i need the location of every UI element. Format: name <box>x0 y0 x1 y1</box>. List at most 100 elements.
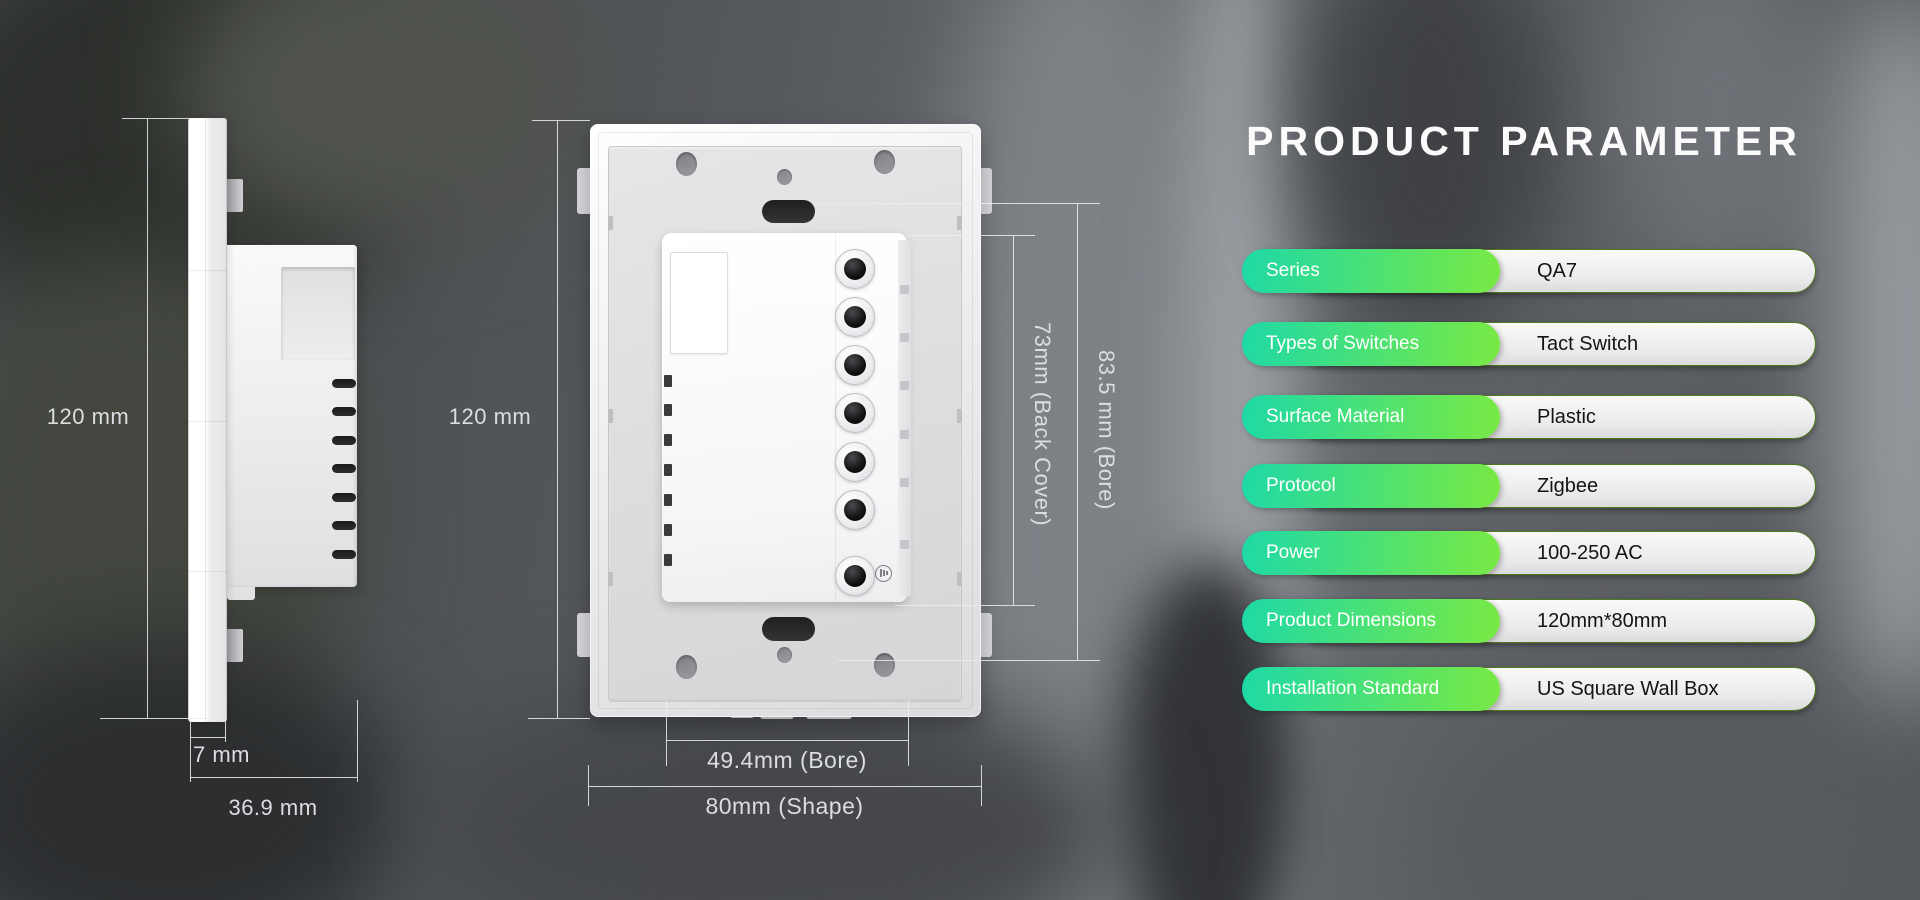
module-notch <box>664 375 672 387</box>
module-window <box>670 252 728 354</box>
dimension-line <box>190 737 226 738</box>
spec-value: US Square Wall Box <box>1537 677 1719 700</box>
mounting-hole <box>676 655 697 679</box>
vent-slot <box>332 521 356 530</box>
spec-row: Protocol Zigbee <box>1242 464 1816 508</box>
back-height-label: 120 mm <box>448 404 532 429</box>
dimension-tick <box>122 118 190 119</box>
spec-label: Protocol <box>1242 464 1500 508</box>
terminal-clip <box>900 540 909 549</box>
screw-hole <box>777 647 792 663</box>
ground-screw-icon <box>875 565 892 582</box>
plate-side-tab <box>577 168 593 214</box>
plate-frame-seam <box>598 132 973 709</box>
spec-label: Installation Standard <box>1242 667 1500 711</box>
dimension-tick <box>588 765 589 806</box>
vent-slot <box>332 493 356 502</box>
terminal-screw <box>835 345 875 385</box>
inner-clip-mark <box>608 409 613 423</box>
vent-slot <box>332 407 356 416</box>
spec-row: Series QA7 <box>1242 249 1816 293</box>
wire-slot <box>762 617 815 641</box>
module-notch <box>664 524 672 536</box>
dimension-line <box>666 740 908 741</box>
inner-clip-mark <box>957 216 962 230</box>
dimension-tick <box>908 700 909 766</box>
spec-value: Tact Switch <box>1537 332 1639 355</box>
dimension-line <box>1013 235 1014 605</box>
dimension-tick <box>815 203 1100 204</box>
terminal-clip <box>900 478 909 487</box>
spec-row: Product Dimensions 120mm*80mm <box>1242 599 1816 643</box>
screw-hole <box>777 169 792 185</box>
module-notch <box>664 434 672 446</box>
terminal-screw <box>835 442 875 482</box>
spec-label: Surface Material <box>1242 395 1500 439</box>
dimension-tick <box>357 700 358 782</box>
background-blob <box>1830 0 1920 700</box>
terminal-clip <box>900 333 909 342</box>
module-notch <box>664 494 672 506</box>
inner-clip-mark <box>608 572 613 586</box>
dimension-tick <box>190 718 191 782</box>
inner-clip-mark <box>608 216 613 230</box>
terminal-screw <box>835 297 875 337</box>
dimension-tick <box>981 765 982 806</box>
plate-seam <box>205 118 206 722</box>
spec-value: Zigbee <box>1537 474 1599 497</box>
terminal-clip <box>900 381 909 390</box>
inner-clip-mark <box>957 409 962 423</box>
side-thickness-label: 7 mm <box>193 742 250 767</box>
module-notch <box>664 554 672 566</box>
spec-row: Surface Material Plastic <box>1242 395 1816 439</box>
vent-slot <box>332 464 356 473</box>
shape-width-label: 80mm (Shape) <box>705 793 864 819</box>
bore-width-label: 49.4mm (Bore) <box>707 747 867 773</box>
plate-side-tab <box>978 168 992 214</box>
mounting-clip <box>226 179 243 212</box>
dimension-tick <box>528 718 590 719</box>
dimension-line <box>147 118 148 718</box>
dimension-line <box>588 786 981 787</box>
dimension-line <box>557 120 558 718</box>
terminal-screw <box>835 556 875 596</box>
spec-label: Series <box>1242 249 1500 293</box>
mounting-hole <box>676 152 697 176</box>
module-notch <box>664 464 672 476</box>
side-height-label: 120 mm <box>46 404 130 429</box>
background-blob <box>1420 700 1820 900</box>
spec-value: QA7 <box>1537 259 1578 282</box>
background-blob <box>1620 0 1820 290</box>
spec-row: Types of Switches Tact Switch <box>1242 322 1816 366</box>
dimension-tick <box>907 235 1035 236</box>
dimension-tick <box>532 120 590 121</box>
terminal-screw <box>835 393 875 433</box>
spec-value: 100-250 AC <box>1537 541 1643 564</box>
dimension-tick <box>100 718 215 719</box>
plate-side-tab <box>577 613 593 657</box>
wire-slot <box>762 200 815 223</box>
body-foot <box>227 587 255 600</box>
back-cover-height-label: 73mm (Back Cover) <box>1030 321 1055 527</box>
mounting-hole <box>874 653 895 677</box>
spec-label: Product Dimensions <box>1242 599 1500 643</box>
side-depth-label: 36.9 mm <box>228 795 318 820</box>
spec-value: Plastic <box>1537 405 1596 428</box>
spec-value: 120mm*80mm <box>1537 609 1668 632</box>
plate-side-tab <box>978 613 992 657</box>
dimension-line <box>190 777 357 778</box>
terminal-clip-strip <box>898 240 911 596</box>
dimension-tick <box>225 718 226 742</box>
background-blob <box>180 0 600 240</box>
vent-slot <box>332 436 356 445</box>
inner-clip-mark <box>957 572 962 586</box>
page-title: PRODUCT PARAMETER <box>1246 118 1802 164</box>
spec-row: Power 100-250 AC <box>1242 531 1816 575</box>
terminal-screw <box>835 249 875 289</box>
plate-seam <box>188 270 227 271</box>
spec-label: Power <box>1242 531 1500 575</box>
terminal-clip <box>900 285 909 294</box>
terminal-screw <box>835 490 875 530</box>
plate-seam <box>188 421 227 422</box>
